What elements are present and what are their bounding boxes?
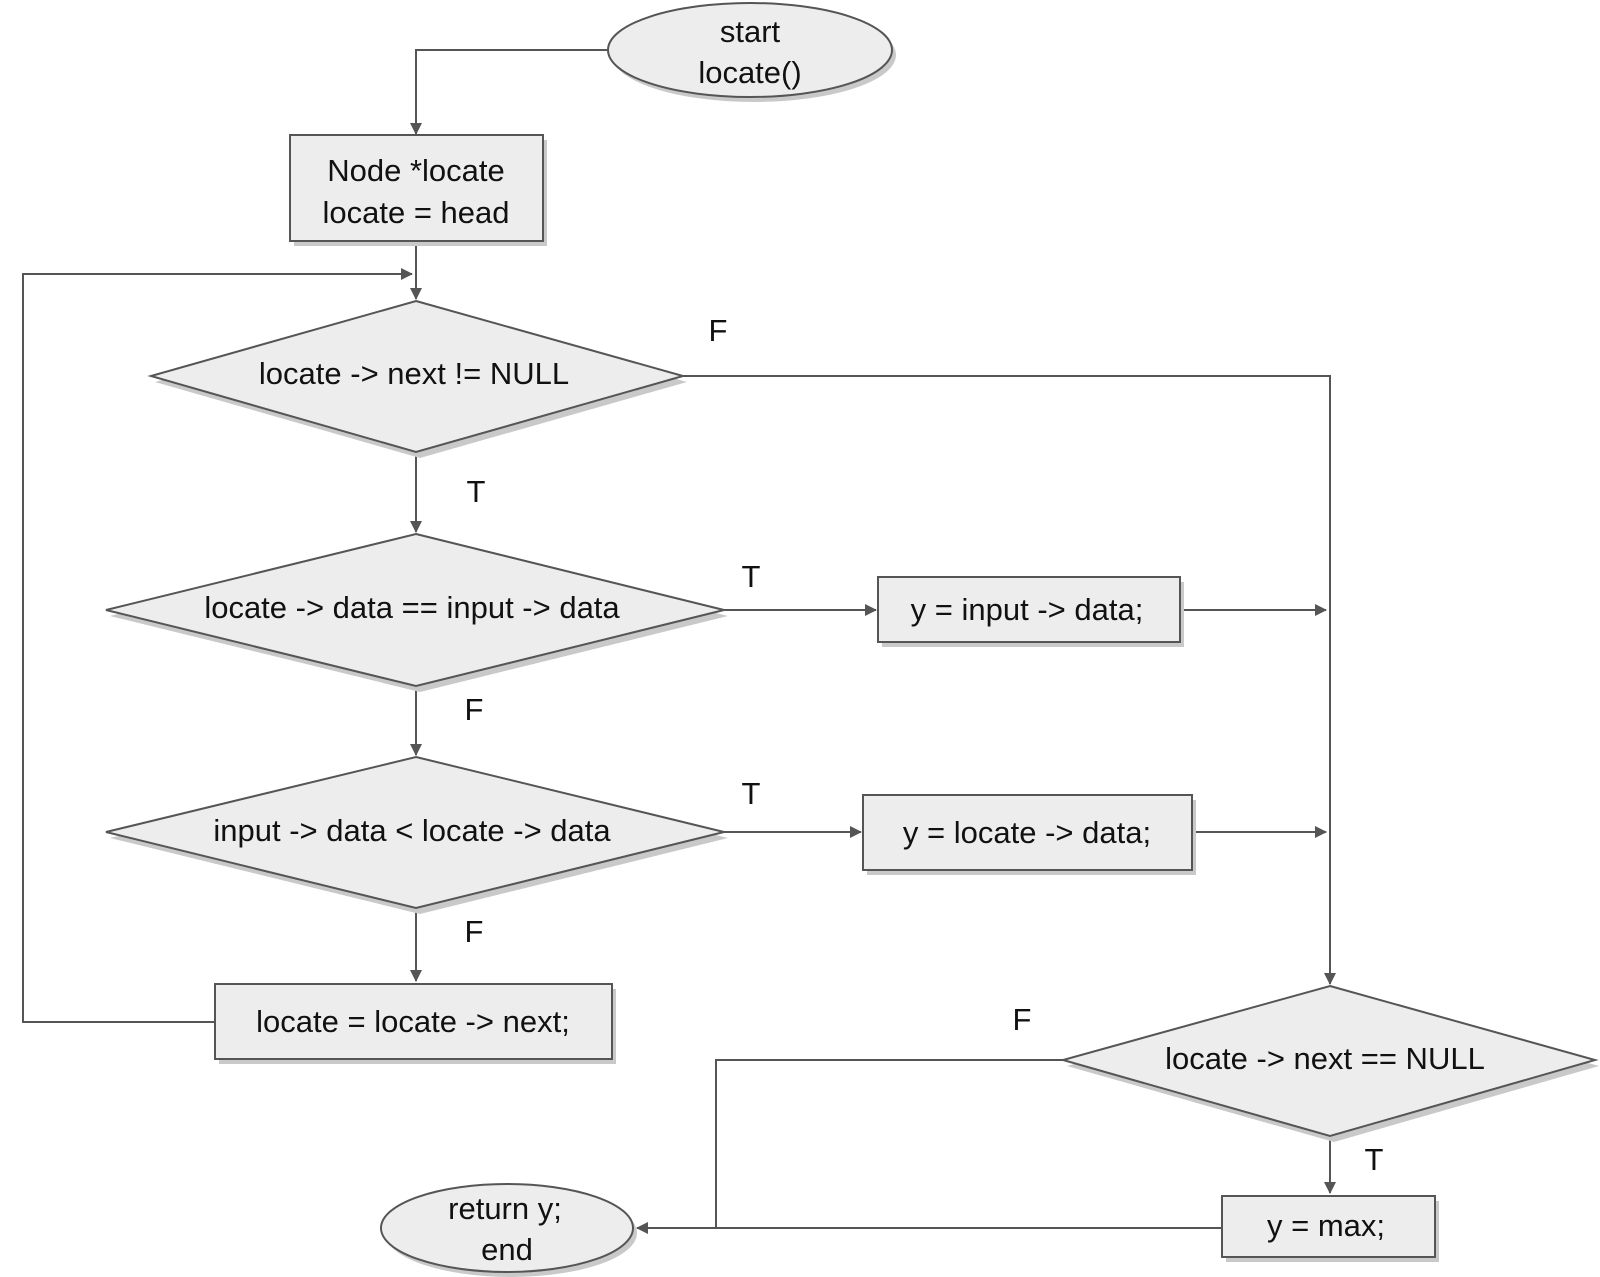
edge-label-cond1-true: T bbox=[467, 474, 486, 509]
advance-label: locate = locate -> next; bbox=[256, 1004, 570, 1039]
init-label-line1: Node *locate bbox=[327, 153, 505, 188]
assign-input-box: y = input -> data; bbox=[877, 576, 1184, 647]
edges bbox=[22, 49, 1336, 1234]
assign-max-box: y = max; bbox=[1221, 1195, 1439, 1262]
start-label-line2: locate() bbox=[698, 55, 801, 90]
start-label-line1: start bbox=[720, 14, 781, 49]
edge-cond1-false bbox=[683, 375, 1336, 985]
decision-data-less-label: input -> data < locate -> data bbox=[213, 813, 611, 848]
decision-next-null-label: locate -> next == NULL bbox=[1165, 1041, 1485, 1076]
decision-data-equal: locate -> data == input -> data bbox=[105, 532, 728, 692]
init-label-line2: locate = head bbox=[322, 195, 509, 230]
edge-label-cond2-true: T bbox=[742, 559, 761, 594]
edge-label-cond4-false: F bbox=[1013, 1002, 1032, 1037]
assign-locate-label: y = locate -> data; bbox=[903, 815, 1151, 850]
init-box: Node *locate locate = head bbox=[289, 134, 547, 246]
edge-cond4-false bbox=[715, 1059, 1063, 1228]
end-node: return y; end bbox=[380, 1183, 637, 1277]
edge-label-cond4-true: T bbox=[1365, 1142, 1384, 1177]
end-label-line2: end bbox=[481, 1232, 533, 1267]
edge-loop-back bbox=[22, 268, 413, 1023]
decision-next-not-null: locate -> next != NULL bbox=[147, 299, 687, 458]
edge-label-cond3-true: T bbox=[742, 776, 761, 811]
start-node: start locate() bbox=[607, 2, 896, 102]
advance-box: locate = locate -> next; bbox=[214, 983, 616, 1064]
decision-data-equal-label: locate -> data == input -> data bbox=[204, 590, 620, 625]
decision-data-less: input -> data < locate -> data bbox=[105, 755, 728, 914]
end-label-line1: return y; bbox=[448, 1191, 562, 1226]
edge-start-to-init bbox=[410, 49, 607, 135]
decision-next-null: locate -> next == NULL bbox=[1059, 984, 1599, 1142]
assign-max-label: y = max; bbox=[1267, 1208, 1385, 1243]
edge-label-cond1-false: F bbox=[709, 313, 728, 348]
edge-label-cond2-false: F bbox=[465, 692, 484, 727]
edge-label-cond3-false: F bbox=[465, 914, 484, 949]
decision-next-not-null-label: locate -> next != NULL bbox=[259, 356, 569, 391]
assign-locate-box: y = locate -> data; bbox=[862, 794, 1196, 875]
assign-input-label: y = input -> data; bbox=[911, 592, 1144, 627]
